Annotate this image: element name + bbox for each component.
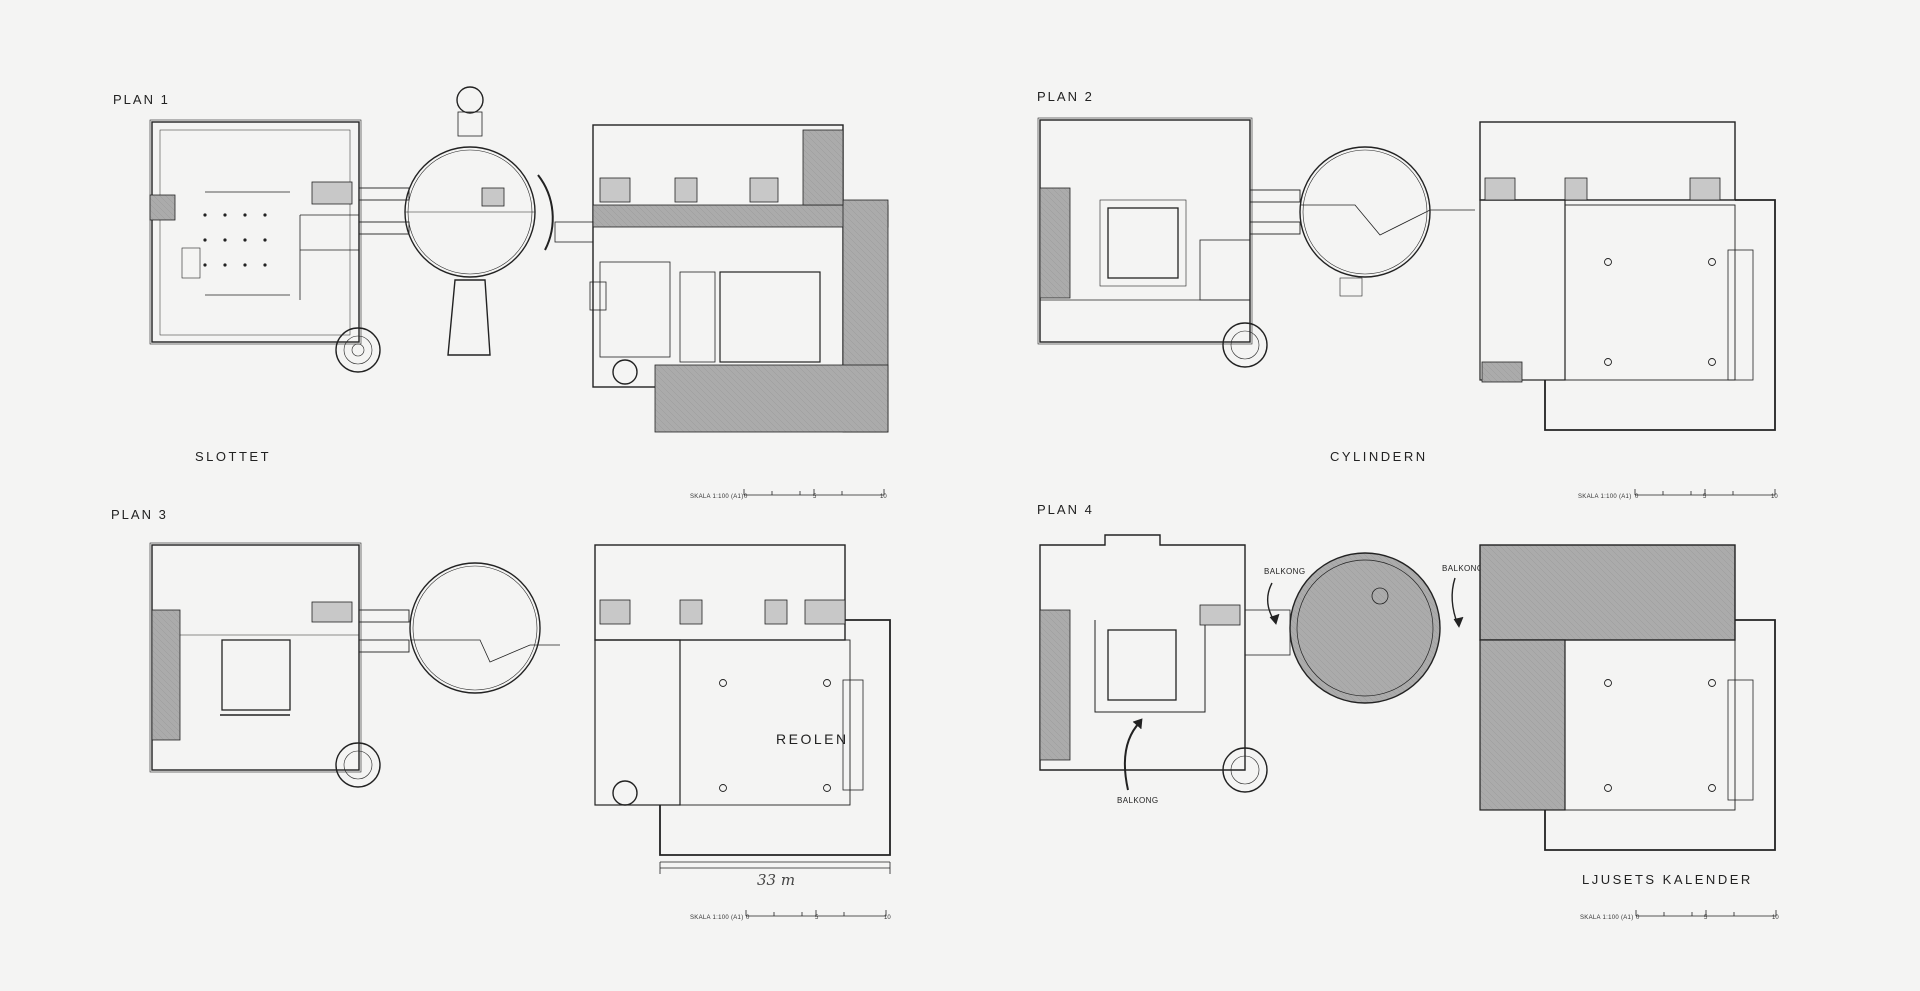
scale-tick-5: 5: [815, 915, 819, 921]
scale-bars: [743, 489, 1777, 917]
balkong-label-1: BALKONG: [1264, 567, 1306, 576]
scale-label-plan-1: SKALA 1:100 (A1): [690, 494, 744, 500]
building-name-reolen: REOLEN: [776, 731, 849, 747]
stair-tower: [335, 742, 381, 788]
balkong-label-3: BALKONG: [1117, 796, 1159, 805]
slottet-outline: [1039, 119, 1251, 343]
plan-3-title: PLAN 3: [111, 507, 168, 522]
plan-3-drawing: [149, 542, 891, 863]
scale-label-plan-3: SKALA 1:100 (A1): [690, 915, 744, 921]
slottet-outline: [151, 121, 360, 343]
dimension-note: 33 m: [757, 871, 796, 889]
scale-tick-10: 10: [1771, 494, 1778, 500]
stair-tower: [1222, 747, 1268, 793]
cylinder-outline: [1299, 146, 1431, 278]
dimension-line: [659, 862, 891, 874]
scale-tick-0: 0: [1636, 915, 1640, 921]
scale-tick-10: 10: [884, 915, 891, 921]
cylinder-shaded: [1289, 552, 1441, 704]
slottet-outline: [1039, 534, 1246, 771]
reolen-upper: [1479, 121, 1736, 201]
building-name-cylindern: CYLINDERN: [1330, 449, 1428, 464]
reolen-upper: [594, 544, 846, 641]
scale-label-plan-2: SKALA 1:100 (A1): [1578, 494, 1632, 500]
building-name-slottet: SLOTTET: [195, 449, 272, 464]
cylinder-outline: [409, 562, 541, 694]
scale-tick-5: 5: [1704, 915, 1708, 921]
scale-tick-5: 5: [813, 494, 817, 500]
plan-2-drawing: [1037, 117, 1776, 431]
scale-tick-5: 5: [1703, 494, 1707, 500]
scale-tick-0: 0: [744, 494, 748, 500]
slottet-outline: [151, 544, 360, 771]
stair-tower: [1222, 322, 1268, 368]
reolen-upper-shaded: [1479, 544, 1736, 641]
scale-label-plan-4: SKALA 1:100 (A1): [1580, 915, 1634, 921]
stair-tower: [335, 327, 381, 373]
balkong-label-2: BALKONG: [1442, 564, 1484, 573]
plan-1-drawing: [149, 86, 889, 433]
scale-tick-10: 10: [1772, 915, 1779, 921]
scale-tick-0: 0: [1635, 494, 1639, 500]
plan-4-title: PLAN 4: [1037, 502, 1094, 517]
plan-1-title: PLAN 1: [113, 92, 170, 107]
plan-2-title: PLAN 2: [1037, 89, 1094, 104]
scale-tick-0: 0: [746, 915, 750, 921]
scale-tick-10: 10: [880, 494, 887, 500]
plan-4-drawing: [1039, 534, 1776, 851]
building-name-ljusets-kalender: LJUSETS KALENDER: [1582, 872, 1753, 887]
